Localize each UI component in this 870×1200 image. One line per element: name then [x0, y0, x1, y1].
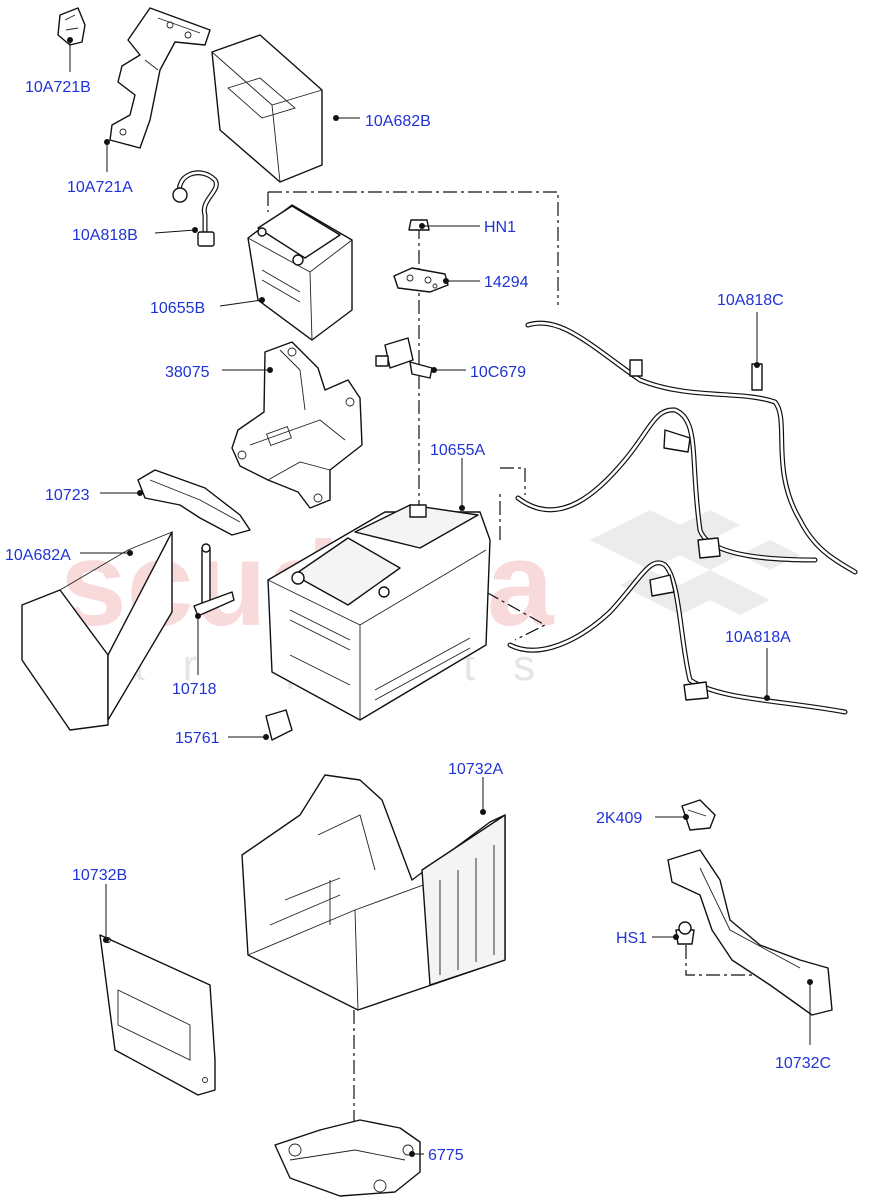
- label-10A682A[interactable]: 10A682A: [5, 547, 71, 564]
- part-10A818C-cable-loop[interactable]: [515, 407, 818, 563]
- part-10723-bracket[interactable]: [137, 469, 251, 536]
- label-10A682B[interactable]: 10A682B: [365, 113, 431, 130]
- label-2K409[interactable]: 2K409: [596, 810, 642, 827]
- part-38075-bracket[interactable]: [231, 341, 363, 509]
- label-10732C[interactable]: 10732C: [775, 1055, 831, 1072]
- part-10655B-battery[interactable]: [247, 204, 353, 341]
- part-10732A-tray[interactable]: [241, 774, 506, 1011]
- label-10732B[interactable]: 10732B: [72, 867, 127, 884]
- part-6775-base[interactable]: [274, 1119, 421, 1197]
- part-2K409-cap[interactable]: [681, 799, 716, 831]
- part-10732C-bracket[interactable]: [667, 849, 833, 1016]
- label-15761[interactable]: 15761: [175, 730, 220, 747]
- part-15761-cap[interactable]: [265, 709, 293, 741]
- part-10A682B-cover[interactable]: [211, 34, 323, 183]
- part-10A818B-terminal[interactable]: [172, 170, 219, 247]
- label-10A721B[interactable]: 10A721B: [25, 79, 91, 96]
- label-10C679[interactable]: 10C679: [470, 364, 526, 381]
- part-10A818C-cable[interactable]: [525, 320, 858, 575]
- label-10718[interactable]: 10718: [172, 681, 217, 698]
- label-10A818A[interactable]: 10A818A: [725, 629, 791, 646]
- part-10A818A-cable[interactable]: [507, 560, 848, 715]
- label-10732A[interactable]: 10732A: [448, 761, 503, 778]
- leader-lines: [67, 37, 813, 1157]
- part-10732B-panel[interactable]: [99, 934, 216, 1096]
- label-10A818B[interactable]: 10A818B: [72, 227, 138, 244]
- label-10655A[interactable]: 10655A: [430, 442, 485, 459]
- part-14294-plate[interactable]: [393, 267, 449, 293]
- label-10655B[interactable]: 10655B: [150, 300, 205, 317]
- part-10C679-connector[interactable]: [375, 337, 433, 379]
- part-labels: 10A721B 10A721A 10A682B 10A818B HN1 1429…: [5, 79, 831, 1164]
- label-10A818C[interactable]: 10A818C: [717, 292, 784, 309]
- label-10A721A[interactable]: 10A721A: [67, 179, 133, 196]
- label-HN1[interactable]: HN1: [484, 219, 516, 236]
- label-6775[interactable]: 6775: [428, 1147, 464, 1164]
- label-38075[interactable]: 38075: [165, 364, 210, 381]
- label-14294[interactable]: 14294: [484, 274, 529, 291]
- label-HS1[interactable]: HS1: [616, 930, 647, 947]
- part-10A721B-cap[interactable]: [57, 7, 86, 46]
- label-10723[interactable]: 10723: [45, 487, 90, 504]
- part-10A721A-bracket[interactable]: [109, 7, 211, 149]
- part-10655A-battery[interactable]: [267, 504, 491, 721]
- part-10718-strap[interactable]: [193, 543, 235, 617]
- part-HS1-screw[interactable]: [675, 921, 695, 945]
- assembly-lines: [267, 191, 780, 1125]
- part-10A682A-panel[interactable]: [21, 531, 173, 731]
- part-HN1-nut[interactable]: [408, 219, 430, 231]
